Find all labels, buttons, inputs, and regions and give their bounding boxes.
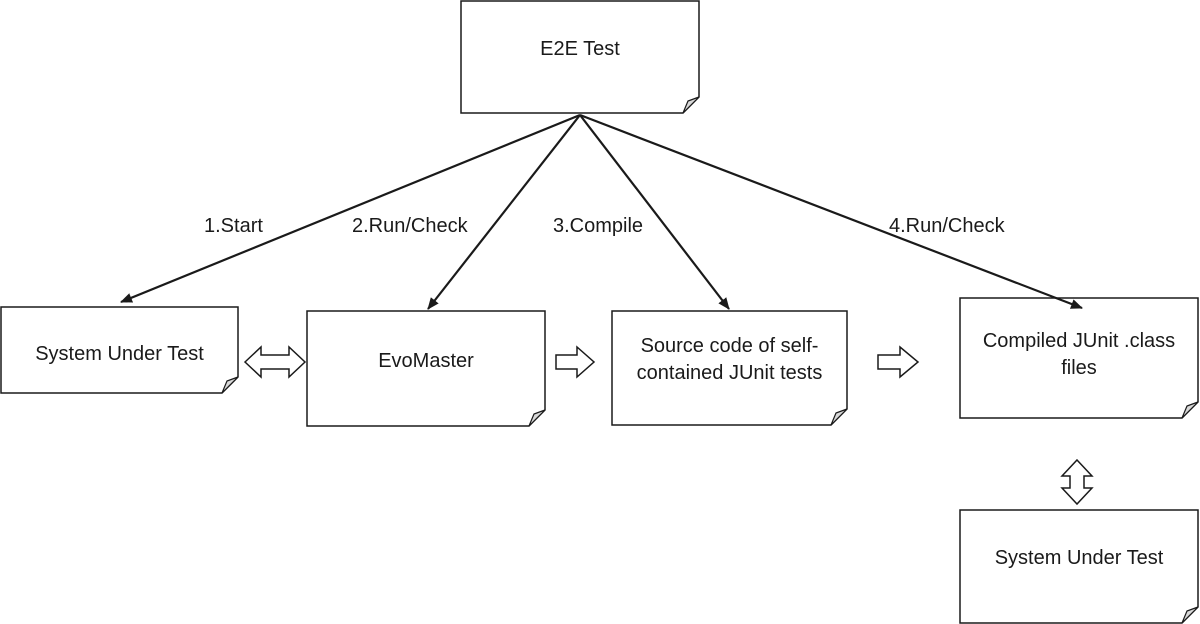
arrow-start — [120, 113, 581, 304]
edge-label-run-check-2: 4.Run/Check — [889, 215, 1005, 237]
arrow-evomaster-source — [555, 345, 596, 379]
arrow-compile — [579, 114, 730, 310]
arrow-source-compiled — [877, 345, 920, 379]
double-arrow-sut-evomaster — [243, 345, 307, 379]
compiled-junit-box — [959, 297, 1199, 419]
double-arrow-compiled-sut — [1060, 458, 1094, 506]
arrow-run-check-1 — [427, 114, 581, 310]
edge-label-start: 1.Start — [204, 215, 263, 237]
arrow-run-check-2 — [579, 113, 1083, 310]
sut-bottom-box — [959, 509, 1199, 624]
edge-label-run-check-1: 2.Run/Check — [352, 215, 468, 237]
evomaster-box — [306, 310, 546, 427]
e2e-test-box — [460, 0, 700, 114]
edge-label-compile: 3.Compile — [553, 215, 644, 237]
source-code-box — [611, 310, 848, 426]
sut-left-box — [0, 306, 239, 394]
